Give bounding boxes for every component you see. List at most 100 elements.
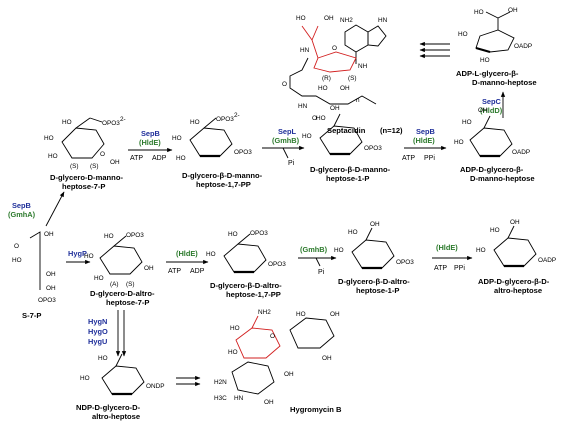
m7p-s1: (S) [70, 163, 79, 170]
m17pp-opo3-red: OPO3 [234, 149, 252, 156]
adp-ld-line2: D-manno-heptose [472, 78, 537, 87]
adpa-ho: HO [490, 227, 500, 234]
ndp-dd-altro: HO HO ONDP NDP-D-glycero-D- altro-heptos… [76, 353, 164, 421]
adp-dd-manno: OH HO HO OADP ADP-D-glycero-β- D-manno-h… [454, 107, 535, 183]
hyg-oh-r: OH [330, 311, 340, 318]
septa-amide-nh: HN [298, 103, 308, 110]
a17pp-ho: HO [228, 231, 238, 238]
adpa-line2: altro-heptose [494, 286, 542, 295]
septa-stereo-s: (S) [348, 75, 357, 82]
septa-nh: NH [358, 63, 368, 70]
ld-oadp: OADP [514, 43, 532, 50]
dd-ho: HO [462, 119, 472, 126]
a17pp-opo3-red: OPO3 [268, 261, 286, 268]
m7p-ho: HO [62, 119, 72, 126]
gmhb-1-label: (GmhB) [272, 136, 300, 145]
hygo-label: HygO [88, 327, 108, 336]
septa-stereo-r: (R) [322, 75, 331, 82]
a17pp-ho2: HO [206, 251, 216, 258]
hyg-oh-r2: OH [322, 355, 332, 362]
sepc-step: SepC (HldD) [480, 91, 506, 118]
a7p-ho2: HO [84, 253, 94, 260]
atp-3: ATP [168, 268, 181, 275]
sepb-hlde-step-1: SepB (HldE) ATP ADP [128, 129, 173, 162]
hlde-altro-step-1: (HldE) ATP ADP [166, 249, 209, 275]
arrows-to-septacidin [419, 41, 450, 59]
m1p-ho2: HO [302, 133, 312, 140]
ndp-ho: HO [98, 355, 108, 362]
m17pp-ho3: HO [176, 155, 186, 162]
a17pp-opo3: OPO3 [250, 230, 268, 237]
a7p-opo3: OPO3 [126, 232, 144, 239]
s7p-oh-top: OH [44, 231, 54, 238]
m17pp-line1: D-glycero-β-D-manno- [182, 171, 263, 180]
dd-manno-17pp: OPO3 2- HO HO HO OPO3 D-glycero-β-D-mann… [172, 112, 263, 189]
ring-o-septa: O [332, 45, 337, 52]
gmha-label: (GmhA) [8, 210, 36, 219]
a7p-oh: OH [144, 265, 154, 272]
adp-dd-line1: ADP-D-glycero-β- [460, 165, 524, 174]
ndp-ho2: HO [80, 375, 90, 382]
gmhb-altro-step: (GmhB) Pi [298, 245, 337, 276]
m1p-line1: D-glycero-β-D-manno- [310, 165, 391, 174]
m7p-ho3: HO [48, 153, 58, 160]
hldd-label: (HldD) [480, 106, 503, 115]
ndp-line1: NDP-D-glycero-D- [76, 403, 141, 412]
sepb-gmha-label: SepB [12, 201, 31, 210]
dd-altro-1p: OH HO HO OPO3 D-glycero-β-D-altro- hepto… [334, 221, 414, 295]
a1p-line1: D-glycero-β-D-altro- [338, 277, 410, 286]
adp-1: ADP [152, 155, 167, 162]
a17pp-line1: D-glycero-β-D-altro- [210, 281, 282, 290]
purine-nh2: NH2 [340, 17, 353, 24]
m7p-charge: 2- [120, 116, 126, 123]
gmhb-altro-label: (GmhB) [300, 245, 328, 254]
a1p-opo3: OPO3 [396, 259, 414, 266]
ndp-ondp: ONDP [146, 383, 164, 390]
pi-1: Pi [288, 160, 295, 167]
ppi-1: PPi [424, 155, 435, 162]
dd-manno-1p: OH HO HO OPO3 D-glycero-β-D-manno- hepto… [302, 105, 391, 183]
septa-carbonyl-o: O [282, 81, 287, 88]
septa-oh-2: OH [340, 85, 350, 92]
hygu-label: HygU [88, 337, 107, 346]
purine-nh: HN [378, 17, 388, 24]
a1p-line2: heptose-1-P [356, 286, 399, 295]
septa-amide-o: O [312, 115, 317, 122]
adp-ld-manno-heptose: HO OH HO OADP HO ADP-L-glycero-β- D-mann… [456, 7, 537, 87]
s7p-label: S-7-P [22, 311, 41, 320]
atp-1: ATP [130, 155, 143, 162]
hygromycin-label: Hygromycin B [290, 405, 342, 414]
dd-altro-17pp: OPO3 HO HO OPO3 D-glycero-β-D-altro- hep… [206, 230, 286, 299]
ppi-2: PPi [454, 265, 465, 272]
septa-ho-2: HO [318, 85, 328, 92]
ndp-line2: altro-heptose [92, 412, 140, 421]
s7p-oh3: OH [46, 285, 56, 292]
hygn-label: HygN [88, 317, 107, 326]
m17pp-line2: heptose-1,7-PP [196, 180, 251, 189]
hyg-ho-r: HO [296, 311, 306, 318]
hyg-nh2: NH2 [258, 309, 271, 316]
m17pp-ho2: HO [172, 135, 182, 142]
septacidin-suffix: (n=12) [380, 126, 403, 135]
sepb-2-label: SepB [416, 127, 435, 136]
hygp-label: HygP [68, 249, 87, 258]
septa-oh-1: OH [324, 15, 334, 22]
hyg-oh-b: OH [264, 399, 274, 406]
hyg-nou-step: HygN HygO HygU [88, 310, 127, 357]
dd-oadp: OADP [512, 149, 530, 156]
hygp-step: HygP [66, 249, 91, 265]
septa-n-sub: n [356, 97, 360, 104]
m1p-oh: OH [330, 105, 340, 112]
m7p-opo3: OPO3 [102, 120, 120, 127]
adp-dd-altro: OH HO HO OADP ADP-D-glycero-β-D- altro-h… [476, 219, 556, 295]
a1p-oh: OH [370, 221, 380, 228]
m7p-line1: D-glycero-D-manno- [50, 173, 123, 182]
hlde-1-label: (HldE) [139, 138, 161, 147]
a7p-stereo-s: (S) [126, 281, 135, 288]
s7p-oh2: OH [46, 271, 56, 278]
s7p-opo3: OPO3 [38, 297, 56, 304]
arrows-to-hygromycin [176, 375, 201, 387]
ld-ho3: HO [480, 57, 490, 64]
m17pp-ho: HO [190, 119, 200, 126]
